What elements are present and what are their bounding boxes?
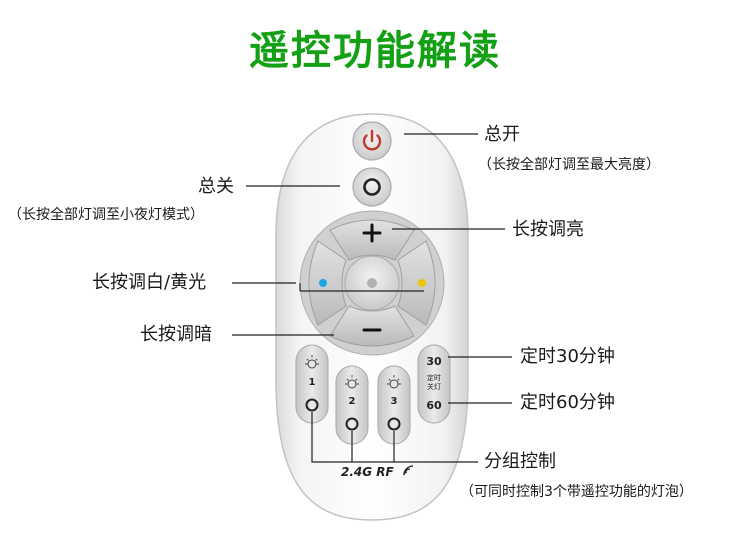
callout-power-on: 总开 bbox=[484, 124, 520, 145]
warm-dot-icon bbox=[418, 279, 426, 287]
timer-button[interactable]: 30 定时 关灯 60 bbox=[417, 344, 451, 424]
callout-dimmer: 长按调暗 bbox=[140, 324, 212, 345]
power-on-button[interactable] bbox=[352, 121, 392, 161]
dpad bbox=[299, 210, 445, 356]
ring-icon bbox=[345, 417, 359, 431]
center-dot-icon bbox=[367, 278, 377, 288]
brightness-down-button[interactable] bbox=[329, 305, 415, 347]
callout-power-off-note: （长按全部灯调至小夜灯模式） bbox=[8, 207, 204, 223]
callout-brighter: 长按调亮 bbox=[512, 219, 584, 240]
power-off-button[interactable] bbox=[352, 167, 392, 207]
zone-2-label: 2 bbox=[349, 396, 356, 407]
callout-group: 分组控制 bbox=[484, 451, 556, 472]
zone-3-label: 3 bbox=[391, 396, 398, 407]
timer-caption-line-2: 关灯 bbox=[427, 382, 441, 391]
power-icon bbox=[362, 129, 382, 151]
light-bulb-icon bbox=[345, 375, 359, 389]
rf-label: 2.4G RF bbox=[341, 465, 395, 479]
callout-power-on-note: （长按全部灯调至最大亮度） bbox=[478, 157, 660, 173]
light-bulb-icon bbox=[305, 355, 319, 369]
ring-icon bbox=[363, 178, 381, 196]
cool-dot-icon bbox=[319, 279, 327, 287]
callout-timer-60: 定时60分钟 bbox=[520, 392, 615, 413]
ring-icon bbox=[305, 398, 319, 412]
callout-power-off: 总关 bbox=[198, 176, 234, 197]
plus-icon bbox=[362, 223, 382, 243]
callout-color-temp: 长按调白/黄光 bbox=[92, 272, 207, 293]
warm-light-button[interactable] bbox=[397, 240, 436, 326]
timer-30-label: 30 bbox=[426, 355, 442, 368]
timer-caption-line-1: 定时 bbox=[427, 373, 441, 382]
timer-60-label: 60 bbox=[426, 399, 442, 412]
wireless-signal-icon bbox=[403, 465, 414, 476]
page-title: 遥控功能解读 bbox=[249, 28, 501, 74]
ring-icon bbox=[387, 417, 401, 431]
zone-1-button[interactable]: 1 bbox=[295, 344, 329, 424]
zone-1-label: 1 bbox=[309, 377, 316, 388]
cool-light-button[interactable] bbox=[308, 240, 347, 326]
light-bulb-icon bbox=[387, 375, 401, 389]
callout-group-note: （可同时控制3个带遥控功能的灯泡） bbox=[460, 484, 693, 500]
callout-timer-30: 定时30分钟 bbox=[520, 346, 615, 367]
leader-lines bbox=[232, 133, 512, 463]
